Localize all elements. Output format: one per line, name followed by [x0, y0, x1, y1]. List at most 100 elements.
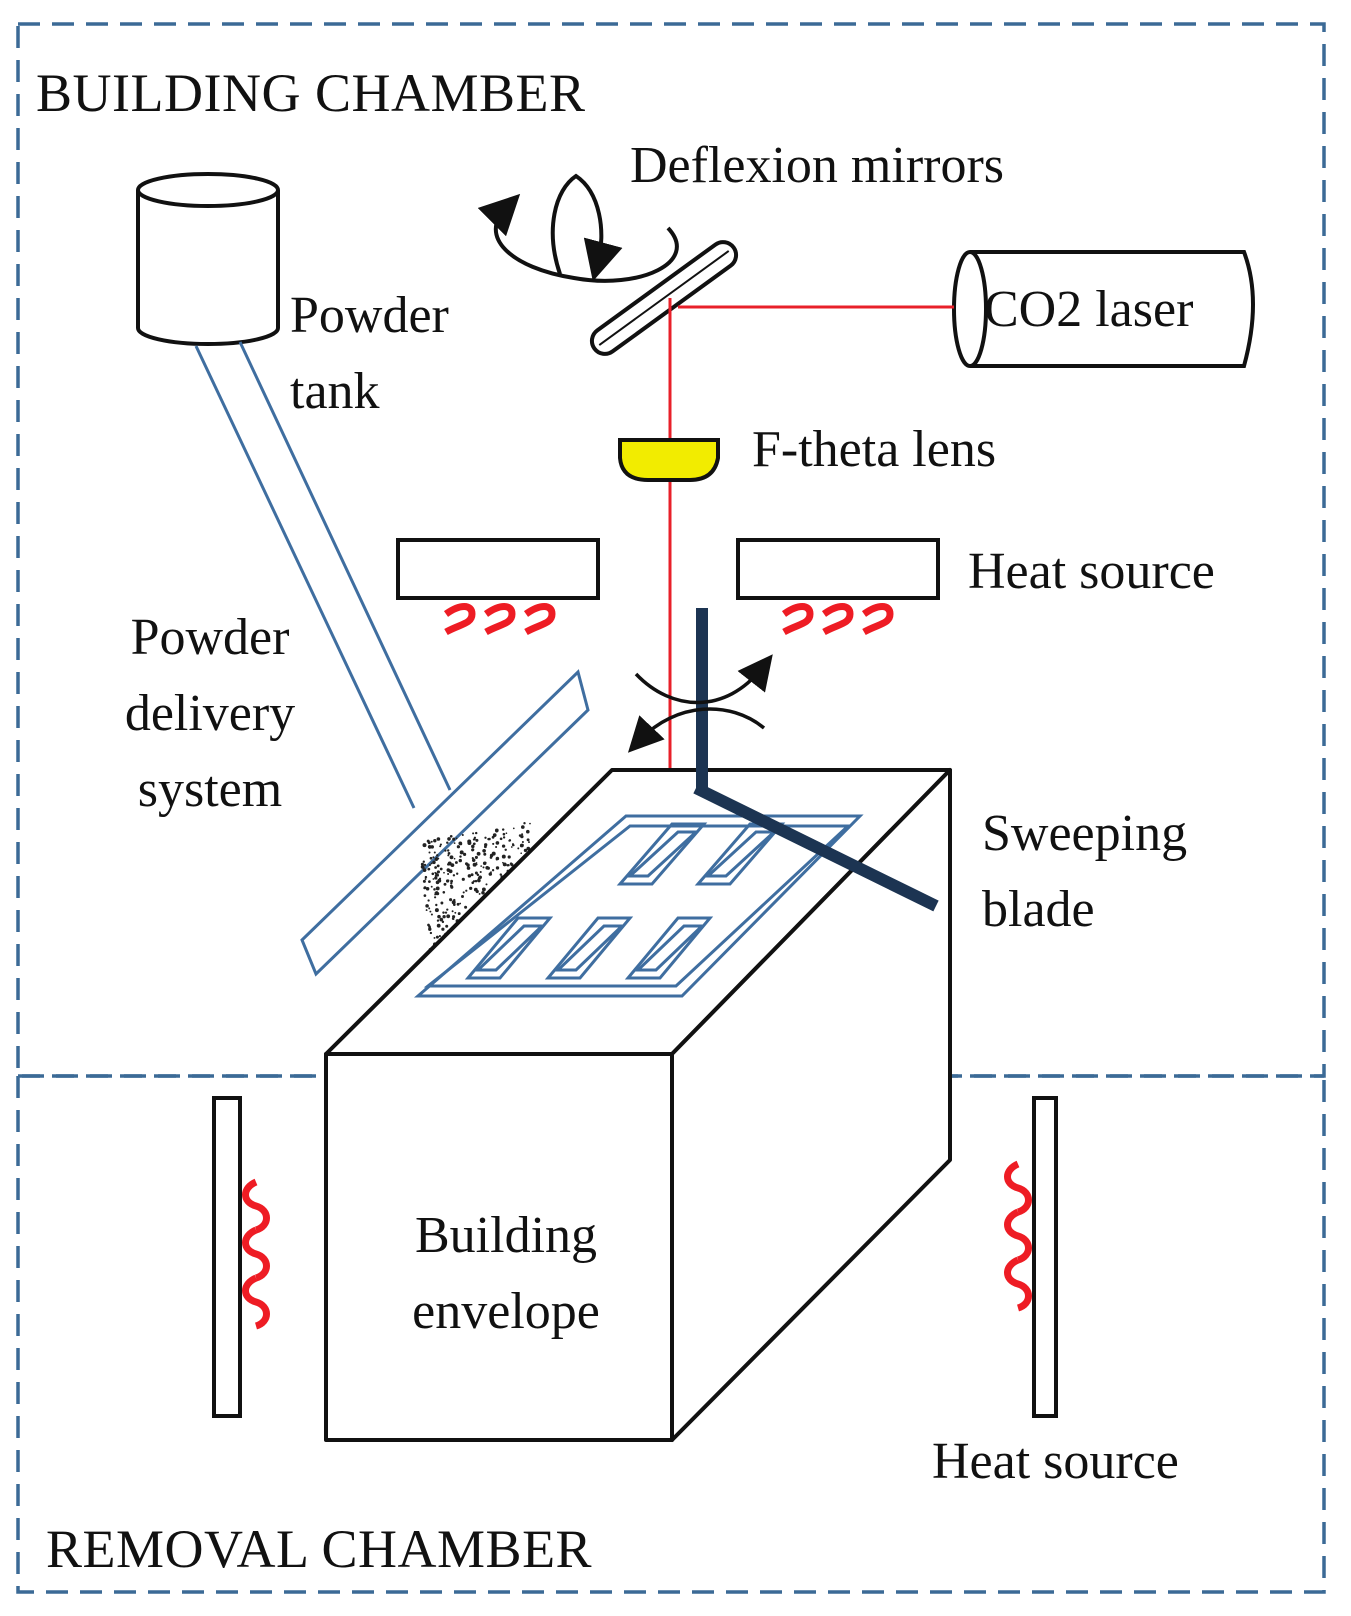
powder-particle [469, 886, 473, 891]
powder-particle [434, 866, 437, 869]
powder-particle [436, 864, 440, 868]
powder-particle [467, 874, 472, 878]
powder-particle [488, 872, 493, 876]
powder-particle [432, 878, 435, 880]
powder-particle [459, 842, 463, 846]
powder-particle [433, 851, 436, 854]
powder-particle [502, 861, 504, 864]
powder-particle [429, 856, 433, 860]
powder-particle [438, 935, 441, 938]
powder-particle [420, 864, 425, 869]
powder-particle [464, 862, 469, 866]
powder-particle [471, 857, 474, 860]
powder-particle [435, 903, 438, 907]
powder-particle [439, 845, 442, 848]
powder-particle [424, 878, 427, 880]
powder-particle [436, 854, 439, 857]
powder-particle [482, 866, 485, 869]
powder-particle [434, 871, 437, 874]
powder-particle [454, 911, 457, 914]
powder-particle [485, 883, 488, 886]
heat-source-bottom-label: Heat source [932, 1433, 1179, 1490]
powder-particle [436, 887, 438, 890]
powder-particle [427, 867, 431, 871]
powder-particle [447, 879, 450, 882]
powder-particle [446, 914, 451, 919]
powder-particle [495, 845, 498, 849]
powder-particle [471, 881, 474, 884]
powder-particle [448, 869, 453, 874]
powder-particle [446, 908, 449, 911]
powder-particle [495, 866, 500, 870]
powder-particle [433, 888, 436, 891]
powder-particle [447, 863, 450, 866]
powder-particle [463, 852, 467, 856]
powder-particle [422, 879, 426, 883]
powder-particle [507, 855, 511, 859]
powder-particle [502, 832, 506, 836]
f-theta-lens-label: F-theta lens [752, 421, 997, 478]
powder-particle [436, 892, 440, 896]
powder-particle [425, 887, 430, 891]
powder-particle [422, 868, 427, 872]
powder-particle [481, 887, 486, 892]
powder-particle [492, 842, 495, 845]
powder-delivery-tray [300, 669, 590, 977]
powder-particle [523, 822, 526, 825]
powder-particle [462, 891, 465, 894]
powder-particle [447, 854, 450, 857]
powder-particle [520, 852, 523, 855]
powder-particle [430, 862, 433, 865]
powder-delivery-label-line1: Powder [130, 609, 290, 666]
powder-particle [477, 879, 481, 883]
powder-particle [443, 882, 447, 886]
powder-particle [499, 837, 503, 841]
powder-particle [521, 825, 525, 829]
powder-particle [423, 863, 427, 867]
powder-particle [427, 899, 430, 902]
powder-particle [480, 865, 483, 867]
powder-particle [474, 879, 478, 883]
powder-particle [428, 851, 431, 854]
powder-particle [478, 875, 482, 880]
building-envelope-label-line2: envelope [412, 1283, 600, 1340]
powder-particle [436, 870, 440, 874]
powder-particle [442, 891, 446, 894]
powder-particle [451, 910, 454, 913]
powder-particle [427, 844, 432, 849]
powder-particle [484, 836, 487, 839]
powder-particle [506, 864, 509, 867]
powder-particle [454, 861, 458, 864]
powder-particle [439, 843, 442, 846]
powder-particle [428, 907, 431, 910]
powder-particle [447, 872, 450, 876]
powder-particle [483, 852, 487, 856]
powder-particle [434, 857, 439, 862]
powder-particle [475, 838, 479, 842]
powder-particle [452, 915, 456, 919]
powder-particle [434, 874, 437, 877]
powder-particle [436, 919, 440, 922]
removal-chamber-label: REMOVAL CHAMBER [46, 1519, 593, 1579]
powder-particle [449, 855, 454, 860]
heat-waves-bottom [242, 1160, 1032, 1330]
powder-particle [492, 833, 497, 837]
powder-particle [461, 895, 464, 898]
powder-particle [428, 880, 431, 883]
powder-particle [456, 872, 459, 875]
building-envelope-label-line1: Building [414, 1207, 598, 1264]
powder-particle [432, 856, 435, 859]
powder-delivery-label-line3: system [137, 761, 283, 818]
powder-particle [450, 879, 454, 883]
powder-particle [474, 871, 478, 875]
sweeping-blade-label-line2: blade [982, 881, 1095, 938]
powder-particle [447, 849, 450, 852]
powder-particle [439, 867, 443, 871]
powder-particle [467, 839, 472, 844]
f-theta-lens [618, 438, 720, 482]
powder-particle [471, 844, 475, 849]
deflexion-mirrors-label: Deflexion mirrors [630, 137, 1005, 194]
powder-particle [502, 862, 507, 867]
powder-delivery-pipe [194, 341, 452, 809]
powder-particle [520, 834, 524, 839]
